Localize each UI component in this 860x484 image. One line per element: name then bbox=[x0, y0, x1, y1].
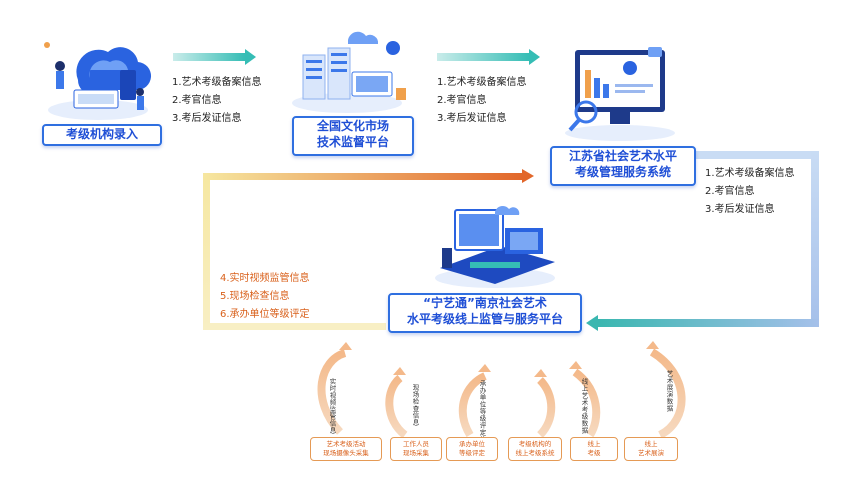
info-list-3-item: 3.考后发证信息 bbox=[705, 204, 775, 215]
info-list-3: 1.艺术考级备案信息 2.考官信息 3.考后发证信息 bbox=[705, 165, 795, 219]
bottom-flow-3-box: 承办单位 等级评定 bbox=[446, 437, 498, 461]
bottom-flow-1-vertical-label: 实时视频监管信息 bbox=[328, 378, 336, 434]
node-org-entry-label: 考级机构录入 bbox=[65, 127, 138, 141]
info-list-1-item: 2.考官信息 bbox=[172, 95, 222, 106]
bottom-flow-6-box-line1: 线上 bbox=[644, 440, 658, 448]
bottom-flow-2-box-line2: 现场采集 bbox=[403, 449, 429, 457]
arrow-nanjing-to-jiangsu bbox=[203, 169, 534, 330]
info-list-2: 1.艺术考级备案信息 2.考官信息 3.考后发证信息 bbox=[437, 74, 527, 128]
info-list-2-item: 2.考官信息 bbox=[437, 95, 487, 106]
node-org-entry: 考级机构录入 bbox=[42, 124, 162, 146]
info-list-2-item: 3.考后发证信息 bbox=[437, 113, 507, 124]
bottom-curve-4 bbox=[534, 369, 556, 438]
info-list-1-item: 3.考后发证信息 bbox=[172, 113, 242, 124]
bottom-flow-1-box-line1: 艺术考级活动 bbox=[326, 440, 366, 448]
bottom-curve-3 bbox=[458, 364, 491, 438]
bottom-flow-1-box-line2: 现场摄像头采集 bbox=[323, 449, 369, 457]
bottom-curve-5 bbox=[569, 361, 601, 438]
info-list-1-item: 1.艺术考级备案信息 bbox=[172, 77, 262, 88]
bottom-flow-3-box-line2: 等级评定 bbox=[459, 449, 485, 457]
bottom-curve-2 bbox=[385, 367, 408, 439]
node-national-platform-line2: 技术监督平台 bbox=[316, 135, 389, 149]
bottom-flow-5-box-line2: 考级 bbox=[587, 449, 601, 457]
node-jiangsu-system: 江苏省社会艺术水平 考级管理服务系统 bbox=[550, 146, 696, 186]
bottom-flow-6-box: 线上 艺术展演 bbox=[624, 437, 678, 461]
arrow-jiangsu-to-nanjing bbox=[586, 151, 819, 331]
arrow-org-to-national bbox=[173, 49, 256, 65]
info-list-3-item: 1.艺术考级备案信息 bbox=[705, 168, 795, 179]
bottom-flow-4-box-line2: 线上考级系统 bbox=[515, 449, 555, 457]
node-national-platform-line1: 全国文化市场 bbox=[316, 119, 389, 133]
node-national-platform: 全国文化市场 技术监督平台 bbox=[292, 116, 414, 156]
node-nanjing-platform-line2: 水平考级线上监管与服务平台 bbox=[406, 312, 563, 326]
info-list-3-item: 2.考官信息 bbox=[705, 186, 755, 197]
bottom-flow-2-vertical-label: 现场检查信息 bbox=[411, 384, 419, 426]
node-nanjing-platform-line1: “宁艺通”南京社会艺术 bbox=[423, 296, 547, 310]
arrow-national-to-jiangsu bbox=[437, 49, 540, 65]
bottom-flow-1-box: 艺术考级活动 现场摄像头采集 bbox=[310, 437, 382, 461]
info-list-4-item: 5.现场检查信息 bbox=[220, 291, 290, 302]
bottom-flow-5-box: 线上 考级 bbox=[570, 437, 618, 461]
bottom-flow-6-vertical-label: 艺术展演数据 bbox=[665, 370, 673, 412]
info-list-4: 4.实时视频监管信息 5.现场检查信息 6.承办单位等级评定 bbox=[220, 270, 310, 324]
bottom-flow-4-box-line1: 考级机构的 bbox=[518, 440, 552, 448]
node-jiangsu-system-line2: 考级管理服务系统 bbox=[574, 165, 671, 179]
node-jiangsu-system-line1: 江苏省社会艺术水平 bbox=[568, 149, 677, 163]
bottom-flow-3-vertical-label: 承办单位等级评定信息 bbox=[478, 380, 486, 450]
bottom-curve-1 bbox=[317, 342, 352, 435]
bottom-flow-2-box: 工作人员 现场采集 bbox=[390, 437, 442, 461]
bottom-flow-5-vertical-label: 线上艺术考级数据 bbox=[580, 378, 588, 434]
bottom-curve-6 bbox=[646, 341, 686, 439]
bottom-flow-4-box: 考级机构的 线上考级系统 bbox=[508, 437, 562, 461]
bottom-flow-5-box-line1: 线上 bbox=[587, 440, 601, 448]
node-nanjing-platform: “宁艺通”南京社会艺术 水平考级线上监管与服务平台 bbox=[388, 293, 582, 333]
bottom-flow-3-box-line1: 承办单位 bbox=[459, 440, 485, 448]
info-list-1: 1.艺术考级备案信息 2.考官信息 3.考后发证信息 bbox=[172, 74, 262, 128]
info-list-4-item: 6.承办单位等级评定 bbox=[220, 309, 310, 320]
info-list-4-item: 4.实时视频监管信息 bbox=[220, 273, 310, 284]
info-list-2-item: 1.艺术考级备案信息 bbox=[437, 77, 527, 88]
bottom-flow-6-box-line2: 艺术展演 bbox=[638, 449, 664, 457]
bottom-flow-2-box-line1: 工作人员 bbox=[403, 440, 429, 448]
